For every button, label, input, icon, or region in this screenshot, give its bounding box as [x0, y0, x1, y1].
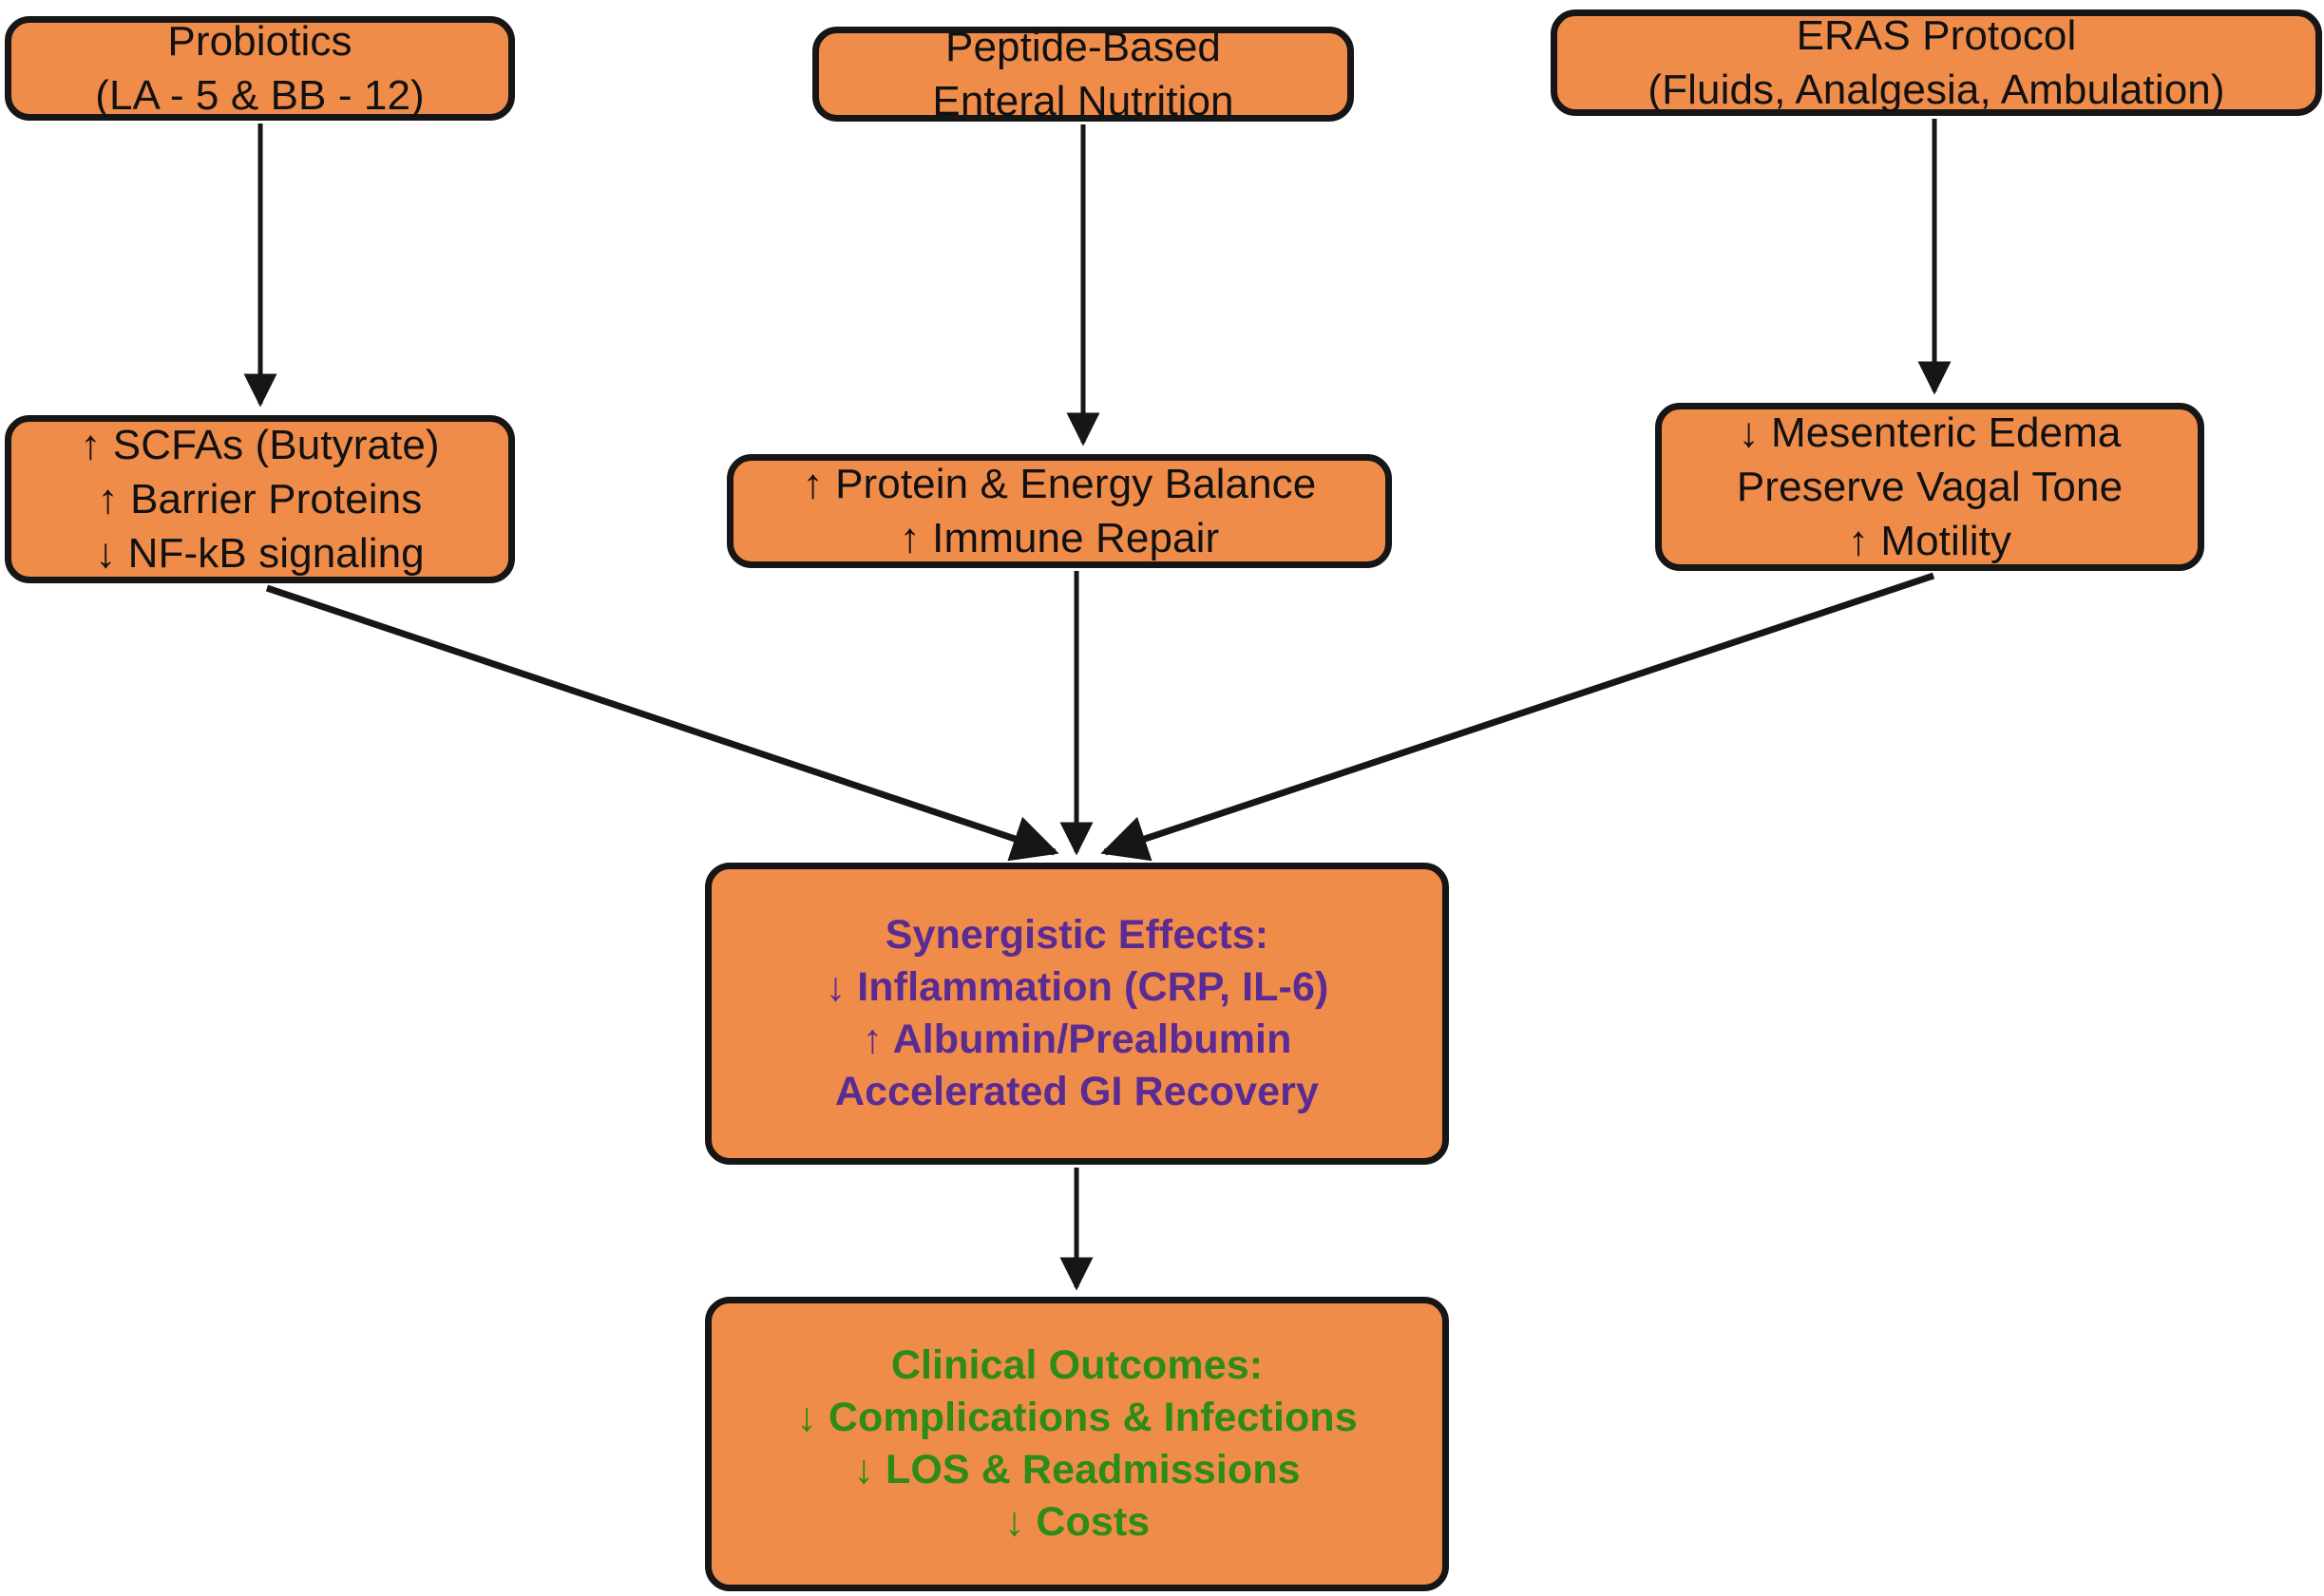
node-peptide-line-1: Peptide-Based — [945, 23, 1221, 70]
node-outcomes-line-2: ↓ Complications & Infections — [796, 1394, 1358, 1440]
node-scfas-line-3: ↓ NF-kB signaling — [95, 530, 425, 578]
edge-scfas-to-synergistic — [265, 584, 1059, 862]
node-protein-line-1: ↑ Protein & Energy Balance — [802, 460, 1317, 507]
node-synergistic-effects[interactable]: Synergistic Effects: ↓ Inflammation (CRP… — [705, 863, 1449, 1165]
node-probiotics-line-1: Probiotics — [167, 17, 352, 65]
node-peptide-line-2: Enteral Nutrition — [932, 78, 1234, 124]
node-probiotics-line-2: (LA - 5 & BB - 12) — [95, 72, 425, 119]
node-eras-line-2: (Fluids, Analgesia, Ambulation) — [1648, 66, 2225, 113]
node-scfas-line-1: ↑ SCFAs (Butyrate) — [80, 421, 440, 468]
edge-mesenteric-to-synergistic — [1100, 572, 1935, 862]
node-scfas-line-2: ↑ Barrier Proteins — [97, 475, 423, 522]
node-mesenteric-line-2: Preserve Vagal Tone — [1736, 463, 2124, 510]
node-probiotics[interactable]: Probiotics (LA - 5 & BB - 12) — [5, 16, 515, 121]
node-protein-line-2: ↑ Immune Repair — [899, 515, 1220, 561]
node-mesenteric-line-1: ↓ Mesenteric Edema — [1738, 408, 2122, 456]
node-eras-protocol[interactable]: ERAS Protocol (Fluids, Analgesia, Ambula… — [1551, 10, 2322, 116]
node-synergistic-line-2: ↓ Inflammation (CRP, IL-6) — [825, 963, 1329, 1010]
node-synergistic-line-1: Synergistic Effects: — [885, 911, 1269, 958]
node-mesenteric-vagal-motility[interactable]: ↓ Mesenteric Edema Preserve Vagal Tone ↑… — [1655, 403, 2204, 571]
node-synergistic-line-4: Accelerated GI Recovery — [834, 1069, 1320, 1115]
node-peptide-enteral-nutrition[interactable]: Peptide-Based Enteral Nutrition — [812, 24, 1354, 124]
node-outcomes-line-1: Clinical Outcomes: — [890, 1341, 1264, 1388]
node-scfas-barrier-nfkb[interactable]: ↑ SCFAs (Butyrate) ↑ Barrier Proteins ↓ … — [5, 415, 515, 583]
node-eras-line-1: ERAS Protocol — [1796, 11, 2077, 59]
node-outcomes-line-4: ↓ Costs — [1003, 1499, 1151, 1546]
node-synergistic-line-3: ↑ Albumin/Prealbumin — [862, 1016, 1292, 1062]
node-mesenteric-line-3: ↑ Motility — [1847, 518, 2012, 565]
node-clinical-outcomes[interactable]: Clinical Outcomes: ↓ Complications & Inf… — [705, 1297, 1449, 1591]
node-outcomes-line-3: ↓ LOS & Readmissions — [853, 1447, 1301, 1492]
node-protein-energy-immune[interactable]: ↑ Protein & Energy Balance ↑ Immune Repa… — [727, 454, 1392, 568]
